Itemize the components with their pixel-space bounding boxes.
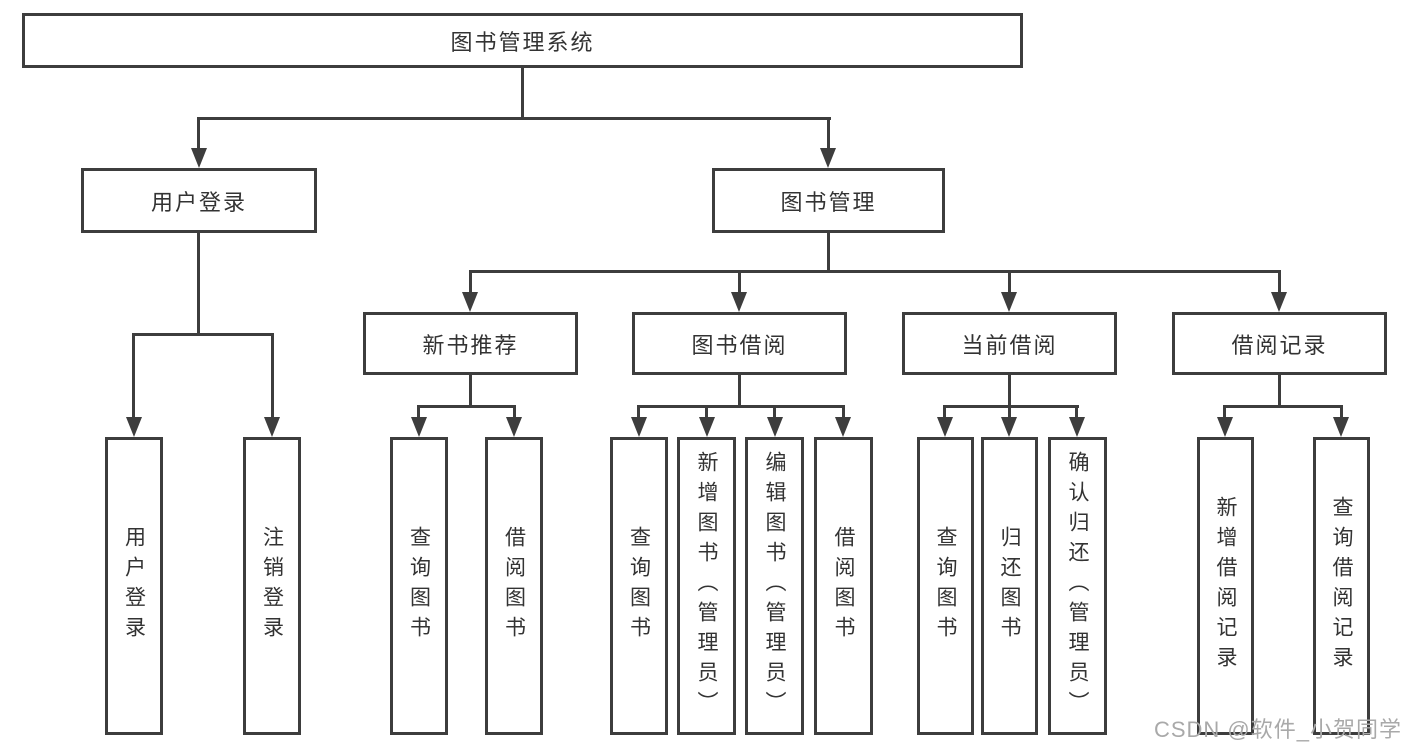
leaf-user-login: 用户登录: [105, 437, 163, 735]
arrowhead: [1333, 417, 1349, 437]
connector: [469, 270, 1281, 273]
leaf-query-borrow-record: 查询借阅记录: [1313, 437, 1370, 735]
arrowhead: [937, 417, 953, 437]
arrowhead: [835, 417, 851, 437]
connector: [132, 336, 135, 418]
node-borrowing-records: 借阅记录: [1172, 312, 1387, 375]
connector: [943, 405, 1079, 408]
node-library-system: 图书管理系统: [22, 13, 1023, 68]
connector: [1075, 408, 1078, 418]
arrowhead: [506, 417, 522, 437]
leaf-add-books-admin: 新增图书（管理员）: [677, 437, 736, 735]
connector: [469, 375, 472, 407]
leaf-query-books-recommend: 查询图书: [390, 437, 448, 735]
connector: [197, 233, 200, 336]
connector: [469, 273, 472, 293]
connector: [417, 408, 420, 418]
connector: [197, 117, 831, 120]
arrowhead: [731, 292, 747, 312]
connector: [1008, 375, 1011, 407]
arrowhead: [462, 292, 478, 312]
connector: [1340, 408, 1343, 418]
connector: [738, 273, 741, 293]
connector: [842, 408, 845, 418]
connector: [943, 408, 946, 418]
connector: [417, 405, 516, 408]
arrowhead: [1001, 417, 1017, 437]
connector: [637, 408, 640, 418]
arrowhead: [1069, 417, 1085, 437]
connector: [1008, 273, 1011, 293]
leaf-query-books-borrowing: 查询图书: [610, 437, 668, 735]
connector: [827, 233, 830, 273]
leaf-logout: 注销登录: [243, 437, 301, 735]
connector: [1278, 375, 1281, 407]
arrowhead: [264, 417, 280, 437]
arrowhead: [699, 417, 715, 437]
arrowhead: [411, 417, 427, 437]
node-new-book-recommend: 新书推荐: [363, 312, 578, 375]
connector: [271, 336, 274, 418]
arrowhead: [1271, 292, 1287, 312]
connector: [1223, 408, 1226, 418]
connector: [827, 120, 830, 149]
arrowhead: [126, 417, 142, 437]
connector: [637, 405, 845, 408]
node-user-login: 用户登录: [81, 168, 317, 233]
leaf-borrow-books-borrowing: 借阅图书: [814, 437, 873, 735]
arrowhead: [820, 148, 836, 168]
leaf-query-books-current: 查询图书: [917, 437, 974, 735]
connector: [1278, 273, 1281, 293]
connector: [521, 68, 524, 120]
connector: [513, 408, 516, 418]
arrowhead: [631, 417, 647, 437]
connector: [1223, 405, 1343, 408]
leaf-confirm-return-admin: 确认归还（管理员）: [1048, 437, 1107, 735]
leaf-return-books: 归还图书: [981, 437, 1038, 735]
leaf-add-borrow-record: 新增借阅记录: [1197, 437, 1254, 735]
arrowhead: [191, 148, 207, 168]
csdn-watermark: CSDN @软件_小贺同学: [1153, 717, 1402, 742]
connector: [705, 408, 708, 418]
node-book-management: 图书管理: [712, 168, 945, 233]
node-book-borrowing: 图书借阅: [632, 312, 847, 375]
connector: [738, 375, 741, 407]
connector: [197, 120, 200, 149]
arrowhead: [767, 417, 783, 437]
arrowhead: [1217, 417, 1233, 437]
leaf-borrow-books-recommend: 借阅图书: [485, 437, 543, 735]
leaf-edit-books-admin: 编辑图书（管理员）: [745, 437, 804, 735]
connector: [1008, 408, 1011, 418]
node-current-borrowing: 当前借阅: [902, 312, 1117, 375]
connector: [773, 408, 776, 418]
arrowhead: [1001, 292, 1017, 312]
connector: [132, 333, 274, 336]
